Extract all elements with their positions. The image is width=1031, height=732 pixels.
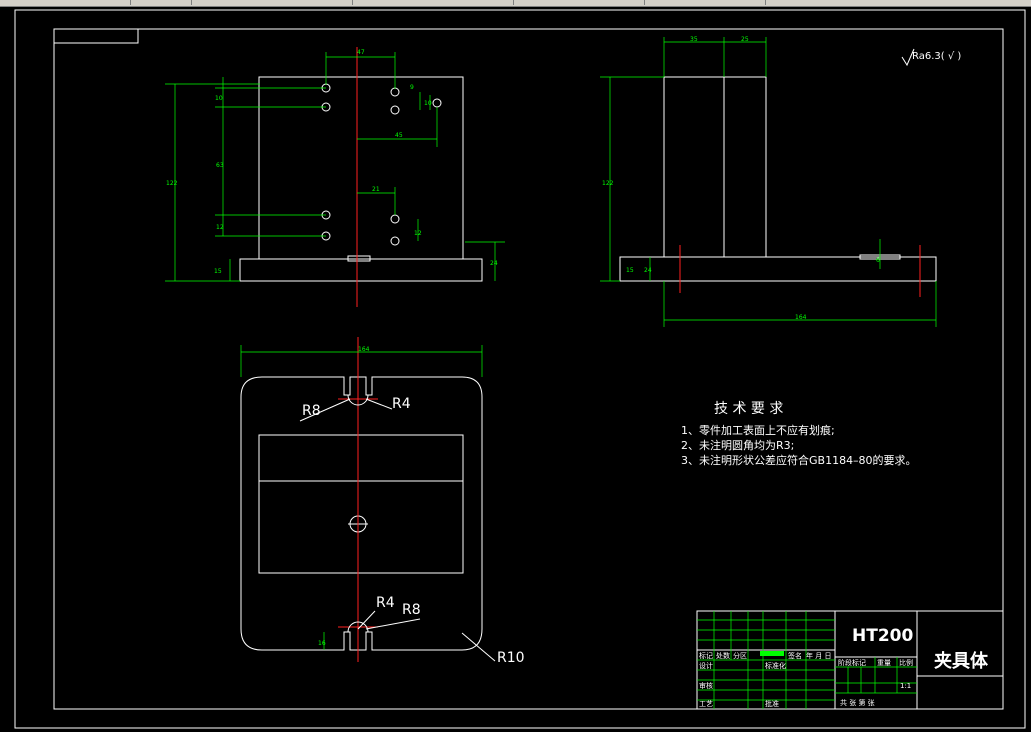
- dim-side-25: 25: [741, 36, 749, 43]
- scale-value: 1:1: [900, 682, 911, 690]
- dim-front-45: 45: [395, 132, 403, 139]
- dim-front-47: 47: [357, 49, 365, 56]
- dim-front-10b: 10: [424, 100, 432, 107]
- roughness-symbol: Ra6.3( √ ): [901, 48, 961, 67]
- title-block-highlight: [760, 651, 784, 656]
- inner-drawing-frame: [53, 28, 1004, 710]
- corner-code-box: [53, 28, 139, 44]
- technical-requirements: 技 术 要 求 1、零件加工表面上不应有划痕; 2、未注明圆角均为R3; 3、未…: [681, 401, 917, 467]
- tb-total: 共 张 第 张: [840, 698, 875, 707]
- dim-side-6: 6: [876, 257, 880, 264]
- toolbar-segment[interactable]: [645, 0, 766, 5]
- tb-approve: 批准: [765, 699, 779, 708]
- dim-side-122: 122: [602, 180, 614, 187]
- dim-side-35: 35: [690, 36, 698, 43]
- dim-side-15: 15: [626, 267, 634, 274]
- tb-ratio: 比例: [899, 658, 913, 667]
- dim-side-164: 164: [795, 314, 807, 321]
- label-r8-top: R8: [302, 403, 321, 419]
- tb-date: 年 月 日: [806, 651, 831, 660]
- tb-standard: 标准化: [765, 661, 786, 670]
- title-block: HT200 夹具体 1:1 标记 处数 分区 签名 年 月 日 设计 标准化 阶…: [696, 610, 1004, 710]
- tb-sign: 签名: [788, 651, 802, 660]
- toolbar-segment[interactable]: [353, 0, 514, 5]
- dim-front-24: 24: [490, 260, 498, 267]
- cad-drawing-canvas[interactable]: 47 10 9 10 45 63 122 21 12 12 15 24 35 2…: [0, 7, 1031, 732]
- tb-weight: 重量: [877, 659, 891, 667]
- dim-front-12: 12: [216, 224, 224, 231]
- outer-sheet-border: [14, 9, 1026, 729]
- material-label: HT200: [852, 626, 913, 646]
- roughness-text: Ra6.3( √ ): [912, 51, 961, 62]
- tech-req-item-1: 1、零件加工表面上不应有划痕;: [681, 423, 835, 437]
- part-name: 夹具体: [934, 650, 989, 672]
- window-toolbar-strip: [0, 0, 1031, 7]
- tb-count: 处数: [716, 651, 730, 660]
- tech-req-title: 技 术 要 求: [714, 401, 783, 417]
- tb-process: 工艺: [699, 700, 713, 708]
- dim-front-12b: 12: [414, 230, 422, 237]
- label-r4-bottom: R4: [376, 595, 395, 611]
- tech-req-item-3: 3、未注明形状公差应符合GB1184–80的要求。: [681, 453, 917, 467]
- dim-front-10: 10: [215, 95, 223, 102]
- label-r10: R10: [497, 650, 525, 666]
- dim-top-16: 16: [318, 640, 326, 647]
- toolbar-segment[interactable]: [192, 0, 353, 5]
- tb-stage: 阶段标记: [838, 658, 866, 667]
- dim-front-15: 15: [214, 268, 222, 275]
- label-r8-bottom: R8: [402, 602, 421, 618]
- dim-front-63: 63: [216, 162, 224, 169]
- dim-front-21: 21: [372, 186, 380, 193]
- tb-mark: 标记: [699, 651, 713, 660]
- label-r4-top: R4: [392, 396, 411, 412]
- dim-front-9: 9: [410, 84, 414, 91]
- toolbar-segment[interactable]: [131, 0, 192, 5]
- side-view: 35 25 122 15 24 6 164: [600, 36, 937, 327]
- front-view: 47 10 9 10 45 63 122 21 12 12 15 24: [165, 47, 505, 307]
- tb-review: 审核: [699, 681, 713, 690]
- tb-design: 设计: [699, 661, 713, 670]
- tb-zone: 分区: [733, 651, 747, 660]
- top-view: 164 16 R8 R4 R4 R8 R10: [240, 337, 525, 666]
- dim-side-24: 24: [644, 267, 652, 274]
- toolbar-segment[interactable]: [0, 0, 131, 5]
- tech-req-item-2: 2、未注明圆角均为R3;: [681, 438, 794, 452]
- toolbar-segment[interactable]: [514, 0, 645, 5]
- dim-top-164: 164: [358, 346, 370, 353]
- dim-front-122: 122: [166, 180, 178, 187]
